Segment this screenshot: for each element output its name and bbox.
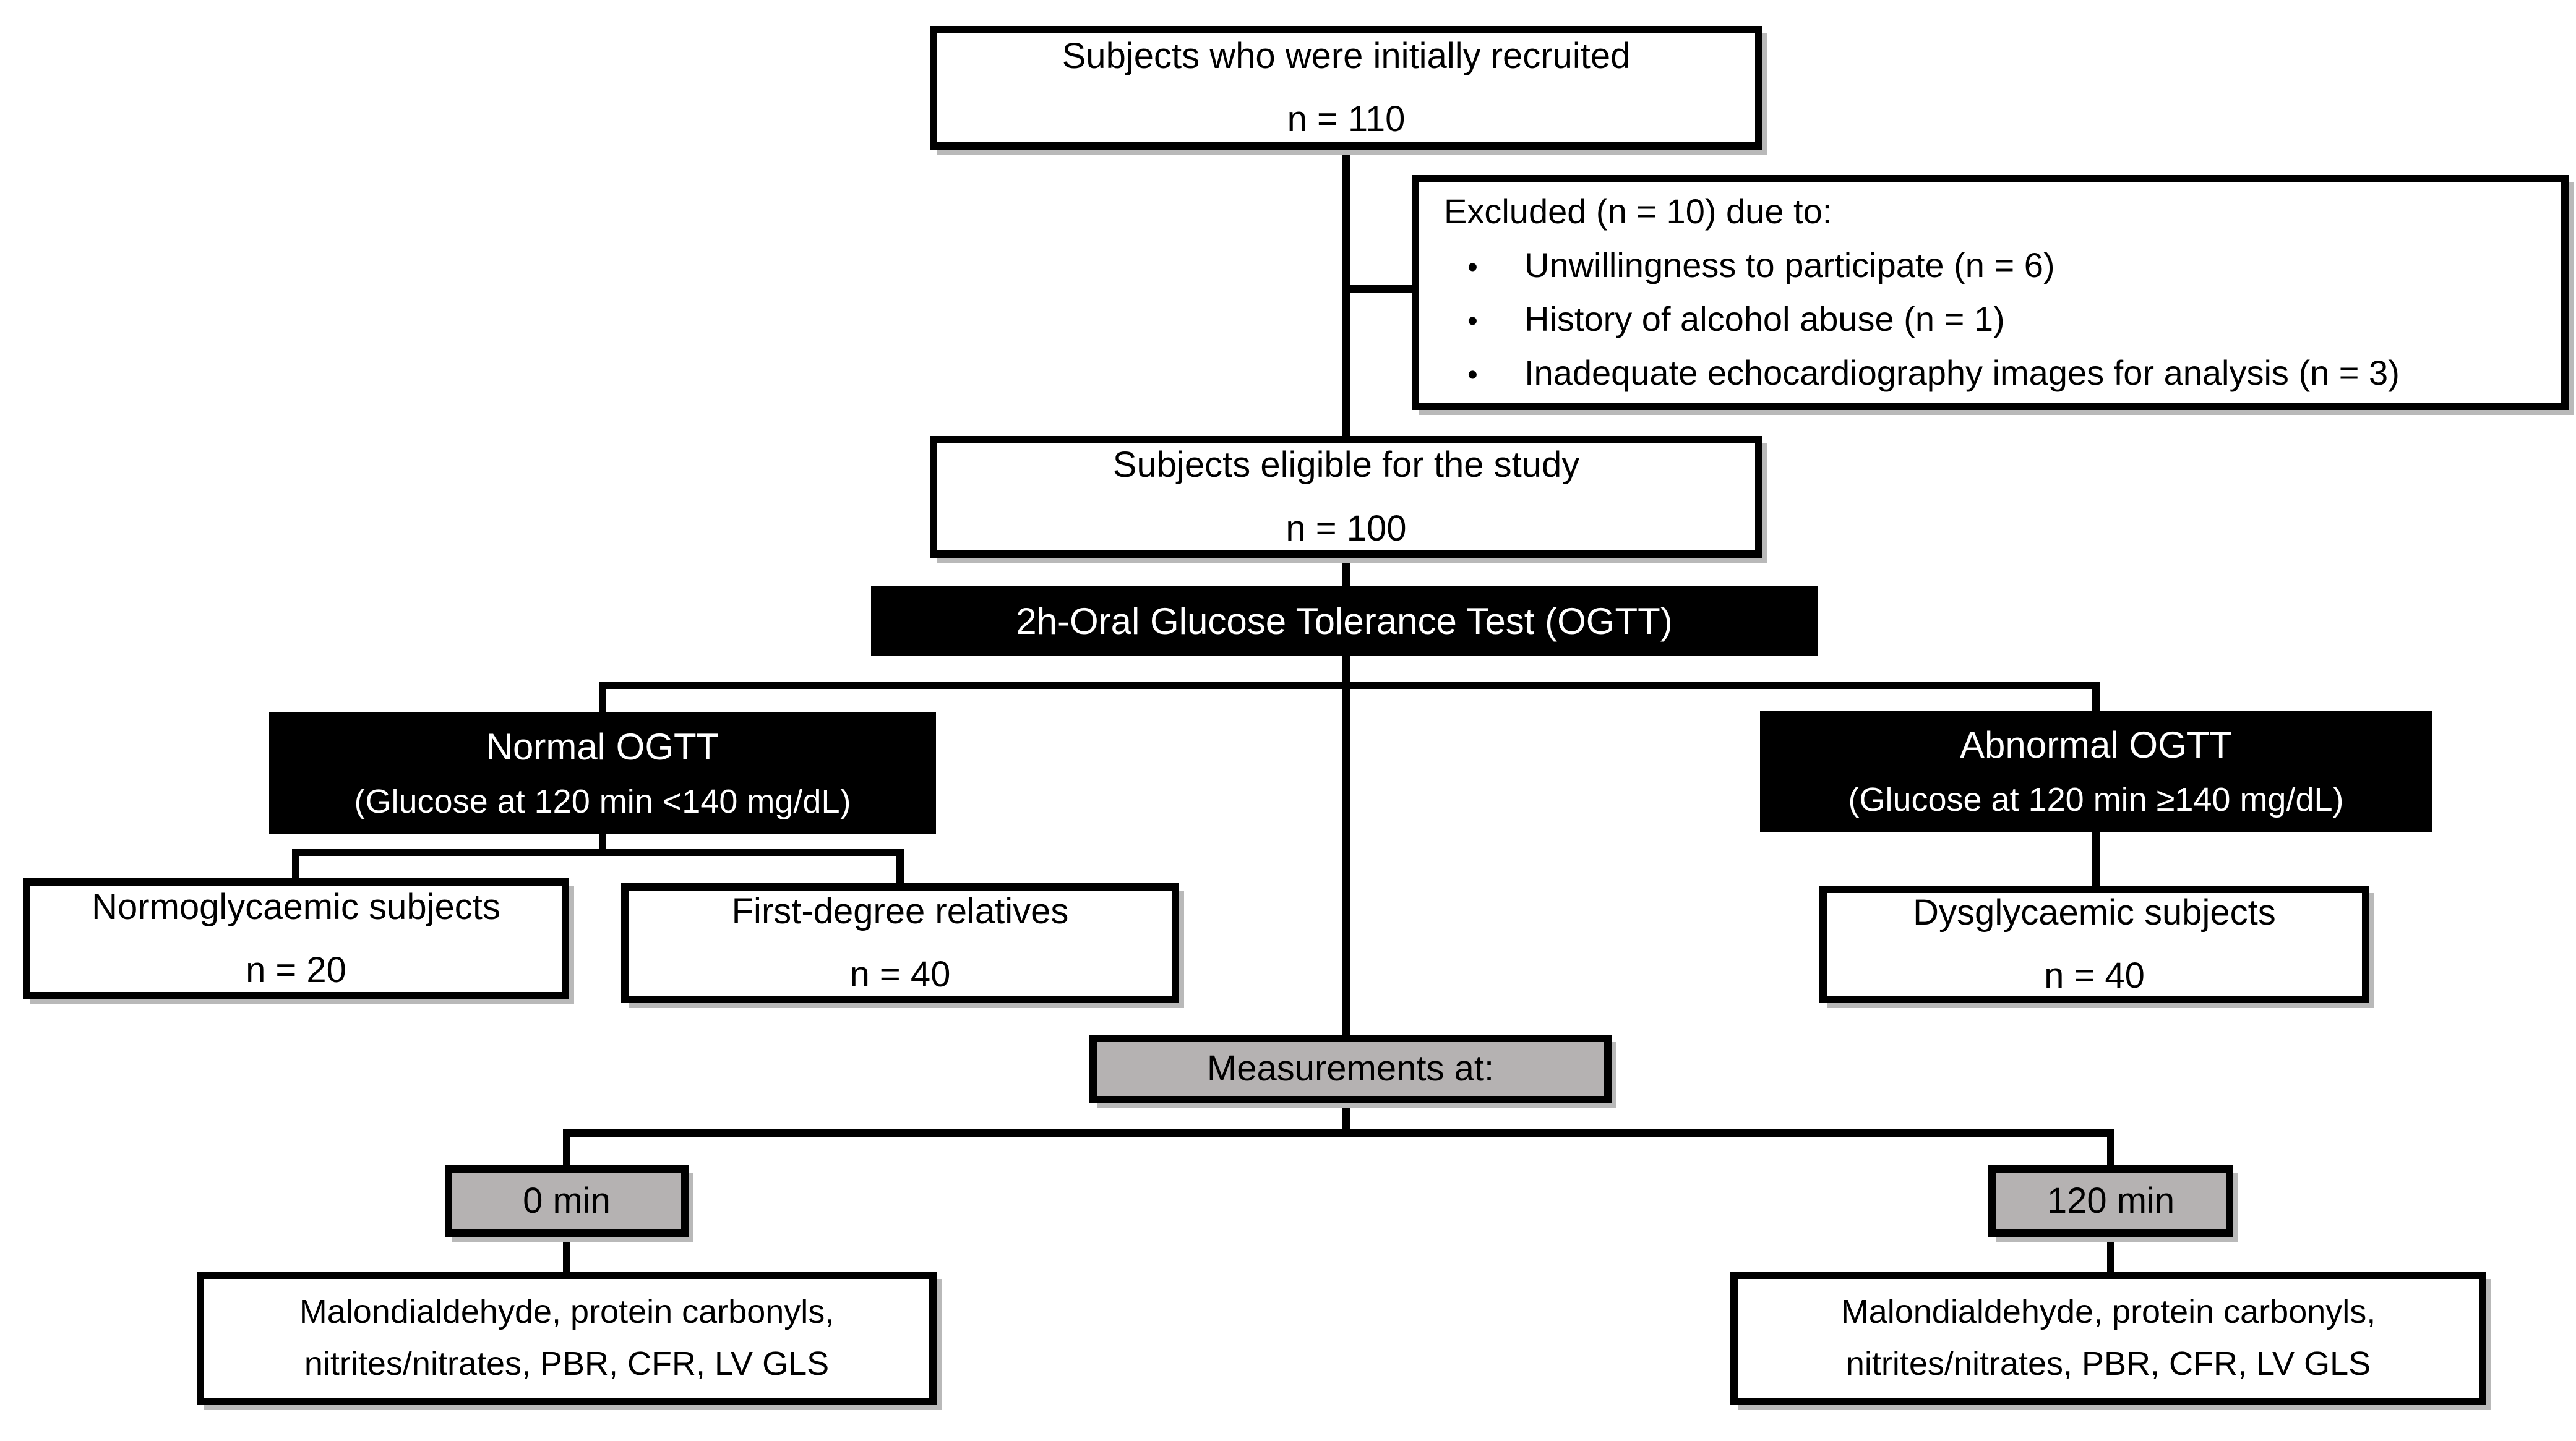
box-time-120min: 120 min bbox=[1988, 1165, 2233, 1237]
measures-at-0min-label: Malondialdehyde, protein carbonyls, nitr… bbox=[299, 1293, 835, 1382]
connector-abnormal-to-dysglycaemic bbox=[2092, 830, 2100, 887]
excluded-item-2-text: History of alcohol abuse (n = 1) bbox=[1524, 299, 2005, 338]
connector-times-split-horizontal bbox=[563, 1129, 2114, 1137]
normoglycaemic-label: Normoglycaemic subjects bbox=[92, 886, 500, 927]
box-normoglycaemic: Normoglycaemic subjects n = 20 bbox=[23, 878, 569, 999]
eligible-label: Subjects eligible for the study bbox=[1112, 445, 1580, 485]
excluded-item-3-text: Inadequate echocardiography images for a… bbox=[1524, 353, 2400, 392]
excluded-item-1: • Unwillingness to participate (n = 6) bbox=[1444, 239, 2055, 293]
measurements-label: Measurements at: bbox=[1206, 1048, 1495, 1089]
first-degree-label: First-degree relatives bbox=[731, 891, 1069, 931]
box-first-degree: First-degree relatives n = 40 bbox=[621, 883, 1179, 1003]
time-0min-label: 0 min bbox=[523, 1180, 611, 1221]
box-measures-at-0min: Malondialdehyde, protein carbonyls, nitr… bbox=[197, 1272, 937, 1405]
connector-drop-normoglycaemic bbox=[292, 849, 299, 879]
connector-drop-0min bbox=[563, 1129, 570, 1168]
normal-ogtt-criterion: (Glucose at 120 min <140 mg/dL) bbox=[354, 782, 851, 820]
box-dysglycaemic: Dysglycaemic subjects n = 40 bbox=[1819, 886, 2369, 1003]
connector-drop-120min bbox=[2107, 1129, 2114, 1168]
normal-ogtt-label: Normal OGTT bbox=[486, 725, 719, 768]
abnormal-ogtt-criterion: (Glucose at 120 min ≥140 mg/dL) bbox=[1848, 781, 2344, 819]
recruited-count: n = 110 bbox=[1287, 99, 1406, 139]
excluded-item-3: • Inadequate echocardiography images for… bbox=[1444, 346, 2400, 400]
connector-normal-split-horizontal bbox=[292, 849, 904, 856]
box-abnormal-ogtt: Abnormal OGTT (Glucose at 120 min ≥140 m… bbox=[1760, 711, 2432, 832]
box-normal-ogtt: Normal OGTT (Glucose at 120 min <140 mg/… bbox=[269, 712, 936, 834]
dysglycaemic-label: Dysglycaemic subjects bbox=[1913, 892, 2276, 933]
box-time-0min: 0 min bbox=[445, 1165, 689, 1237]
excluded-item-2: • History of alcohol abuse (n = 1) bbox=[1444, 293, 2005, 346]
connector-drop-first-degree bbox=[896, 849, 904, 884]
connector-0min-to-measures bbox=[563, 1234, 570, 1274]
eligible-count: n = 100 bbox=[1286, 508, 1407, 549]
box-ogtt: 2h-Oral Glucose Tolerance Test (OGTT) bbox=[871, 586, 1818, 656]
ogtt-label: 2h-Oral Glucose Tolerance Test (OGTT) bbox=[1016, 600, 1673, 642]
connector-ogtt-split-horizontal bbox=[599, 682, 2100, 689]
time-120min-label: 120 min bbox=[2046, 1180, 2175, 1221]
bullet-icon: • bbox=[1467, 251, 1478, 284]
connector-ogtt-spine-to-measurements bbox=[1342, 653, 1350, 1038]
recruited-label: Subjects who were initially recruited bbox=[1062, 35, 1631, 76]
bullet-icon: • bbox=[1467, 358, 1478, 391]
connector-eligible-to-ogtt bbox=[1342, 555, 1350, 590]
connector-measurements-down bbox=[1342, 1101, 1350, 1134]
normoglycaemic-count: n = 20 bbox=[246, 950, 346, 990]
box-eligible: Subjects eligible for the study n = 100 bbox=[930, 436, 1762, 558]
first-degree-count: n = 40 bbox=[849, 954, 951, 994]
abnormal-ogtt-label: Abnormal OGTT bbox=[1959, 724, 2233, 766]
connector-drop-abnormal-ogtt bbox=[2092, 682, 2100, 714]
dysglycaemic-count: n = 40 bbox=[2044, 956, 2145, 996]
excluded-heading: Excluded (n = 10) due to: bbox=[1444, 192, 1832, 231]
bullet-icon: • bbox=[1467, 305, 1478, 338]
box-measurements: Measurements at: bbox=[1089, 1035, 1612, 1103]
connector-branch-to-excluded bbox=[1342, 285, 1415, 293]
excluded-item-1-text: Unwillingness to participate (n = 6) bbox=[1524, 246, 2055, 285]
box-recruited: Subjects who were initially recruited n … bbox=[930, 26, 1762, 150]
measures-at-120min-label: Malondialdehyde, protein carbonyls, nitr… bbox=[1840, 1293, 2376, 1382]
connector-120min-to-measures bbox=[2107, 1234, 2114, 1274]
box-excluded: Excluded (n = 10) due to: • Unwillingnes… bbox=[1412, 175, 2569, 410]
connector-recruited-to-eligible bbox=[1342, 148, 1350, 439]
connector-drop-normal-ogtt bbox=[599, 682, 606, 715]
box-measures-at-120min: Malondialdehyde, protein carbonyls, nitr… bbox=[1730, 1272, 2486, 1405]
